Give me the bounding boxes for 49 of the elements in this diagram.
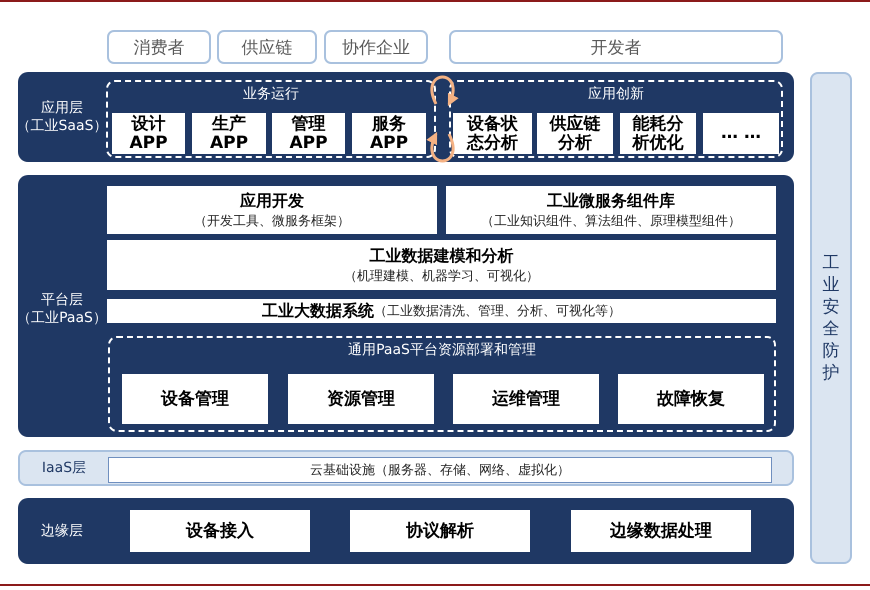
module-box: 能耗分析优化: [620, 113, 696, 154]
layer-label: 平台层: [41, 291, 83, 309]
security-bar: 工业安全防护: [810, 72, 852, 564]
module-description: （开发工具、微服务框架）: [194, 212, 350, 230]
module-box: 设备管理: [122, 374, 268, 424]
group-title: 业务运行: [242, 85, 300, 103]
dashed-group: [108, 336, 776, 432]
module-box: 设备状态分析: [453, 113, 532, 154]
module-box: [446, 186, 776, 234]
group-title: 应用创新: [587, 85, 645, 103]
stakeholder-box: 开发者: [449, 30, 783, 64]
dashed-group: [106, 80, 436, 158]
module-box: [107, 186, 437, 234]
module-box: 管理APP: [272, 113, 345, 154]
layer-label: （工业SaaS）: [16, 117, 108, 135]
module-box: 供应链分析: [537, 113, 613, 154]
module-box: 故障恢复: [618, 374, 764, 424]
layer-label: IaaS层: [42, 459, 86, 477]
stakeholder-box: 供应链: [217, 30, 317, 64]
layer-panel: [18, 498, 794, 564]
module-box: 资源管理: [288, 374, 434, 424]
module-description: （工业知识组件、算法组件、原理模型组件）: [481, 212, 741, 230]
module-box: … …: [703, 113, 779, 154]
module-box: [107, 299, 776, 323]
module-title: 应用开发: [240, 190, 304, 212]
module-box: 生产APP: [192, 113, 266, 154]
stakeholder-box: 消费者: [107, 30, 211, 64]
layer-panel: [18, 72, 794, 162]
module-box: 运维管理: [453, 374, 599, 424]
module-title: 工业数据建模和分析: [370, 246, 514, 266]
stakeholder-box: 协作企业: [324, 30, 428, 64]
module-title: 工业大数据系统: [262, 300, 374, 322]
module-box: 边缘数据处理: [571, 510, 751, 552]
dashed-group: [449, 80, 783, 158]
infrastructure-box: 云基础设施（服务器、存储、网络、虚拟化）: [108, 457, 772, 483]
module-box: 设备接入: [130, 510, 310, 552]
layer-panel: [18, 450, 794, 486]
module-box: 设计APP: [112, 113, 185, 154]
layer-label: 应用层: [41, 99, 83, 117]
module-box: [107, 240, 776, 290]
module-description: （工业数据清洗、管理、分析、可视化等）: [374, 303, 621, 320]
layer-panel: [18, 175, 794, 437]
group-title: 通用PaaS平台资源部署和管理: [347, 341, 537, 359]
module-title: 工业微服务组件库: [547, 190, 675, 212]
module-box: 协议解析: [350, 510, 530, 552]
module-box: 服务APP: [352, 113, 426, 154]
layer-label: 边缘层: [41, 522, 83, 540]
module-description: （机理建模、机器学习、可视化）: [344, 268, 539, 284]
layer-label: （工业PaaS）: [17, 309, 107, 327]
